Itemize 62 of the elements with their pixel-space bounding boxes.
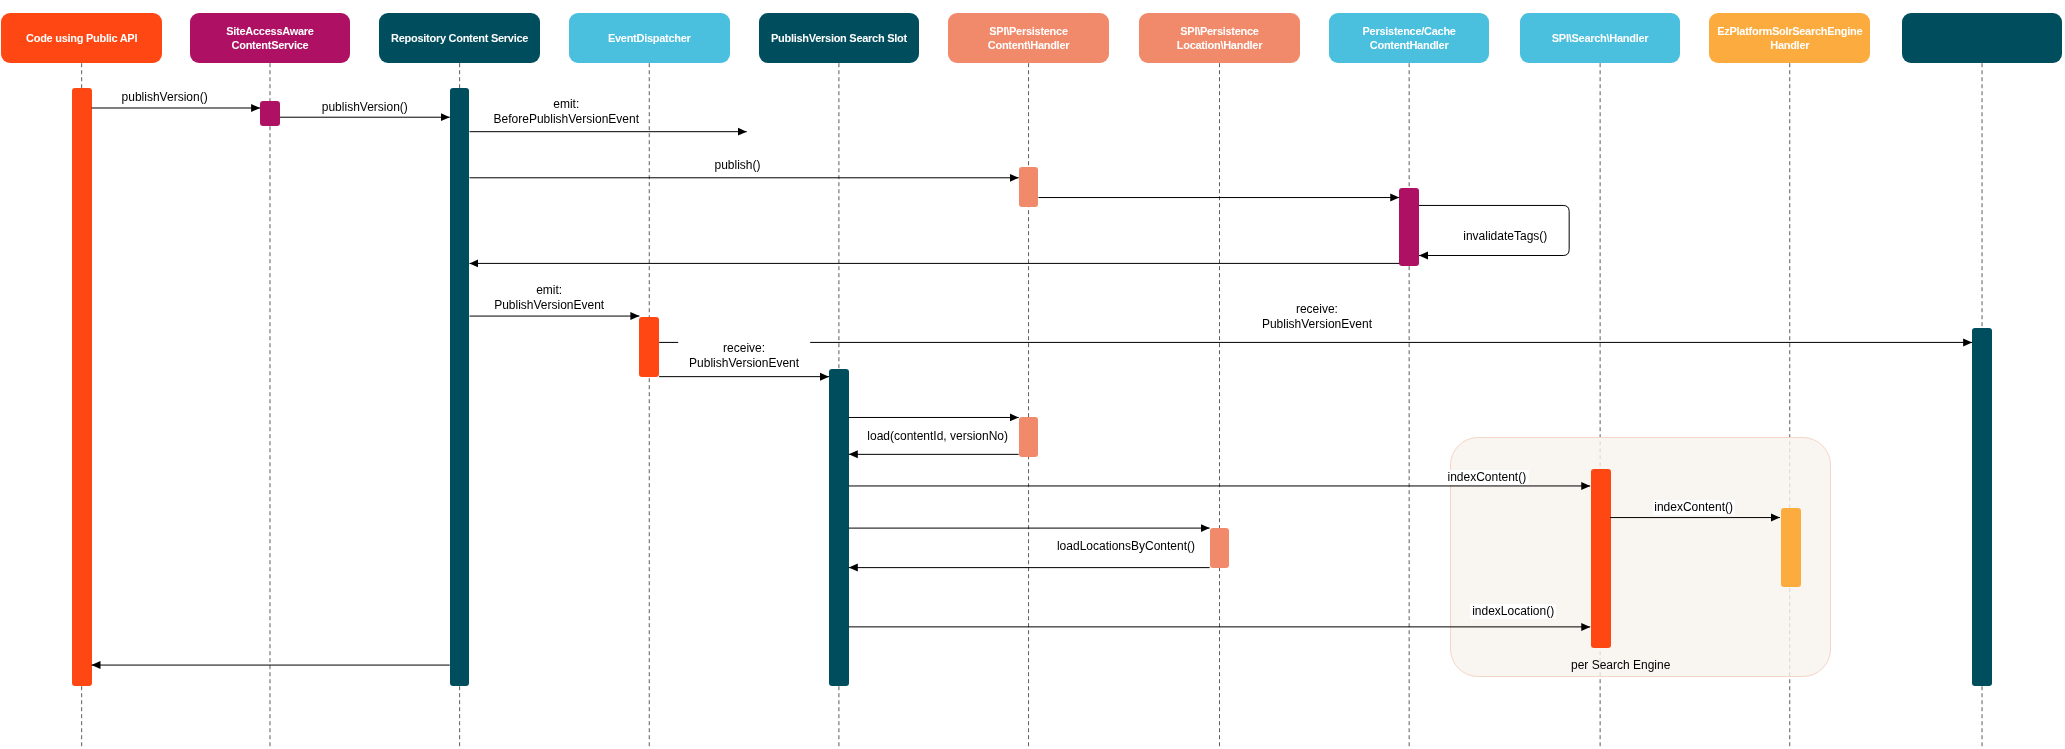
lifeline-header — [1139, 13, 1300, 64]
activation-bar — [449, 88, 470, 687]
message-arrow — [1037, 193, 1400, 202]
activation-bar — [1209, 528, 1230, 568]
header-text: Code using Public API — [26, 31, 138, 46]
activation-bar — [260, 101, 280, 127]
message-arrow — [469, 312, 640, 321]
lifeline-header — [379, 13, 540, 64]
message-label: load(contentId, versionNo) — [865, 429, 1011, 445]
message-arrow — [848, 413, 1020, 422]
activation-bar — [1018, 417, 1039, 457]
message-label: publishVersion() — [319, 100, 410, 116]
message-arrow — [848, 524, 1211, 533]
message-arrow — [469, 173, 1020, 182]
message-label: publish() — [712, 158, 763, 174]
message-label: indexContent() — [1445, 470, 1529, 486]
message-arrow — [848, 450, 1020, 459]
message-label: invalidateTags() — [1461, 229, 1550, 245]
message-arrow — [469, 127, 748, 136]
header-text: Repository Content Service — [391, 31, 529, 46]
header-text: EzPlatformSolrSearchEngine Handler — [1716, 24, 1864, 53]
activation-bar — [639, 317, 660, 377]
message-label: indexContent() — [1652, 500, 1735, 516]
activation-bar — [1018, 167, 1039, 207]
message-arrow — [91, 661, 451, 670]
header-text: Persistence/Cache ContentHandler — [1361, 24, 1457, 53]
group-label: per Search Engine — [1570, 656, 1671, 674]
message-arrow — [848, 481, 1591, 490]
lifeline-header — [1328, 13, 1490, 64]
header-text: SiteAccessAware ContentService — [225, 24, 315, 53]
lifeline-header — [568, 13, 730, 64]
message-arrow — [279, 113, 451, 122]
activation-bar — [1399, 188, 1419, 266]
activation-bar — [829, 368, 849, 687]
group-region — [1449, 437, 1831, 677]
header-text: PublishVersion Search Slot — [770, 31, 907, 46]
lifeline-header — [1519, 13, 1681, 64]
message-arrow — [658, 338, 1973, 347]
message-arrow — [848, 622, 1591, 631]
lifeline-header — [948, 13, 1109, 64]
activation-bar — [1972, 327, 1992, 687]
message-label: loadLocationsByContent() — [1054, 538, 1198, 554]
activation-bar — [71, 88, 92, 687]
activation-bar — [1780, 508, 1801, 588]
lifeline-header — [1901, 13, 2063, 64]
lifeline-header — [1, 13, 162, 64]
header-text: SPI\Persistence Location\Handler — [1175, 24, 1264, 53]
lifeline-header — [189, 13, 351, 64]
message-arrow — [848, 563, 1211, 572]
message-arrow — [1418, 204, 1570, 260]
activation-bar — [1591, 468, 1611, 648]
lifeline-header — [758, 13, 920, 64]
message-arrow — [658, 372, 830, 381]
lifeline-header — [1709, 13, 1871, 64]
message-label: indexLocation() — [1470, 604, 1557, 620]
header-text: SPI\Search\Handler — [1551, 31, 1649, 46]
message-arrow — [1609, 513, 1781, 522]
header-text: EventDispatcher — [607, 31, 691, 46]
header-text: SPI\Persistence Content\Handler — [986, 24, 1071, 53]
message-arrow — [91, 104, 261, 112]
message-arrow — [469, 259, 1400, 268]
message-label: publishVersion() — [119, 89, 210, 105]
